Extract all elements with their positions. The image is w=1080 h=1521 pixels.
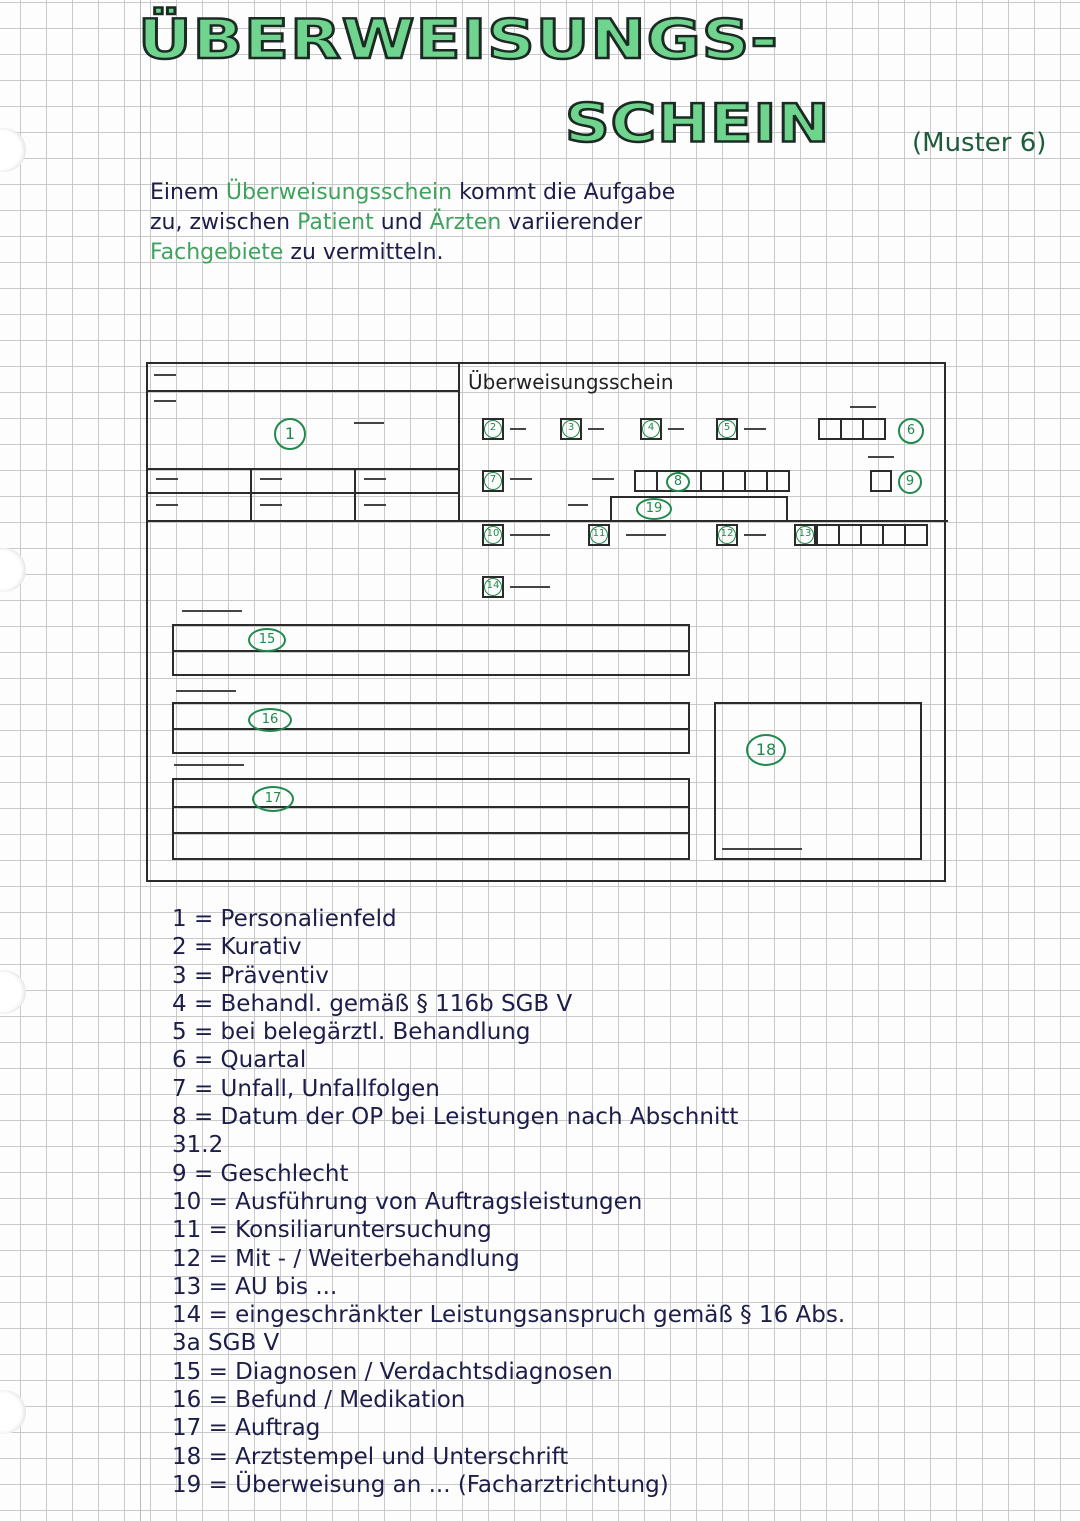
au-date-cells xyxy=(816,524,928,546)
checkbox-5: 5 xyxy=(716,418,738,440)
legend-item: 3 = Präventiv xyxy=(172,962,329,989)
form-line xyxy=(148,468,458,470)
marker-9: 9 xyxy=(898,470,922,494)
form-line xyxy=(458,364,460,522)
stamp-field xyxy=(714,702,922,860)
margin-line xyxy=(140,0,141,1521)
intro-keyword: Ärzten xyxy=(429,210,502,235)
checkbox-11: 11 xyxy=(588,524,610,546)
title-line-1: ÜBERWEISUNGS- xyxy=(137,7,780,73)
checkbox-12: 12 xyxy=(716,524,738,546)
legend-list: 1 = Personalienfeld 2 = Kurativ 3 = Präv… xyxy=(172,905,845,1499)
legend-item: 10 = Ausführung von Auftragsleistungen xyxy=(172,1188,643,1215)
marker-16: 16 xyxy=(248,708,292,732)
intro-keyword: Überweisungsschein xyxy=(225,180,453,205)
legend-item: 6 = Quartal xyxy=(172,1047,307,1074)
diagnosis-field xyxy=(172,624,690,676)
checkbox-7: 7 xyxy=(482,470,504,492)
legend-item: 7 = Unfall, Unfallfolgen xyxy=(172,1075,440,1102)
legend-item: 12 = Mit - / Weiterbehandlung xyxy=(172,1245,520,1272)
checkbox-3: 3 xyxy=(560,418,582,440)
legend-item: 31.2 xyxy=(172,1132,224,1159)
op-date-cells xyxy=(634,470,790,492)
intro-keyword: Patient xyxy=(297,210,374,235)
referral-to-field xyxy=(610,496,788,522)
legend-item: 2 = Kurativ xyxy=(172,934,302,961)
form-line xyxy=(354,468,356,520)
title-muster: (Muster 6) xyxy=(912,128,1047,158)
marker-19: 19 xyxy=(636,498,672,520)
legend-item: 4 = Behandl. gemäß § 116b SGB V xyxy=(172,990,573,1017)
intro-keyword: Fachgebiete xyxy=(150,240,284,265)
marker-18: 18 xyxy=(746,734,786,766)
marker-8: 8 xyxy=(666,472,690,492)
checkbox-4: 4 xyxy=(640,418,662,440)
legend-item: 8 = Datum der OP bei Leistungen nach Abs… xyxy=(172,1104,739,1131)
form-line xyxy=(250,468,252,520)
marker-6: 6 xyxy=(898,418,924,444)
legend-item: 3a SGB V xyxy=(172,1330,280,1357)
form-title: Überweisungsschein xyxy=(468,370,674,394)
legend-item: 14 = eingeschränkter Leistungsanspruch g… xyxy=(172,1302,846,1329)
findings-field xyxy=(172,702,690,754)
legend-item: 13 = AU bis ... xyxy=(172,1273,338,1300)
legend-item: 1 = Personalienfeld xyxy=(172,906,397,932)
intro-text: Einem Überweisungsschein kommt die Aufga… xyxy=(150,180,676,265)
legend-item: 16 = Befund / Medikation xyxy=(172,1387,466,1414)
legend-item: 17 = Auftrag xyxy=(172,1415,321,1442)
order-field xyxy=(172,778,690,860)
form-line xyxy=(148,390,458,392)
form-line xyxy=(148,520,948,522)
referral-form-sketch: Überweisungsschein 1 2 3 4 5 6 7 8 9 19 … xyxy=(146,362,948,882)
marker-1: 1 xyxy=(274,418,306,450)
form-line xyxy=(148,492,458,494)
quarter-cells xyxy=(818,418,886,440)
legend-item: 9 = Geschlecht xyxy=(172,1160,349,1187)
gender-box xyxy=(870,470,892,492)
legend-item: 11 = Konsiliaruntersuchung xyxy=(172,1217,492,1244)
title-line-2: SCHEIN xyxy=(563,91,831,156)
legend-item: 19 = Überweisung an ... (Facharztrichtun… xyxy=(172,1471,669,1498)
legend-item: 5 = bei belegärztl. Behandlung xyxy=(172,1019,531,1046)
legend-item: 15 = Diagnosen / Verdachtsdiagnosen xyxy=(172,1358,613,1385)
checkbox-14: 14 xyxy=(482,576,504,598)
checkbox-13: 13 xyxy=(794,524,816,546)
checkbox-2: 2 xyxy=(482,418,504,440)
legend-item: 18 = Arztstempel und Unterschrift xyxy=(172,1443,569,1470)
checkbox-10: 10 xyxy=(482,524,504,546)
marker-15: 15 xyxy=(248,628,286,652)
marker-17: 17 xyxy=(252,786,294,812)
